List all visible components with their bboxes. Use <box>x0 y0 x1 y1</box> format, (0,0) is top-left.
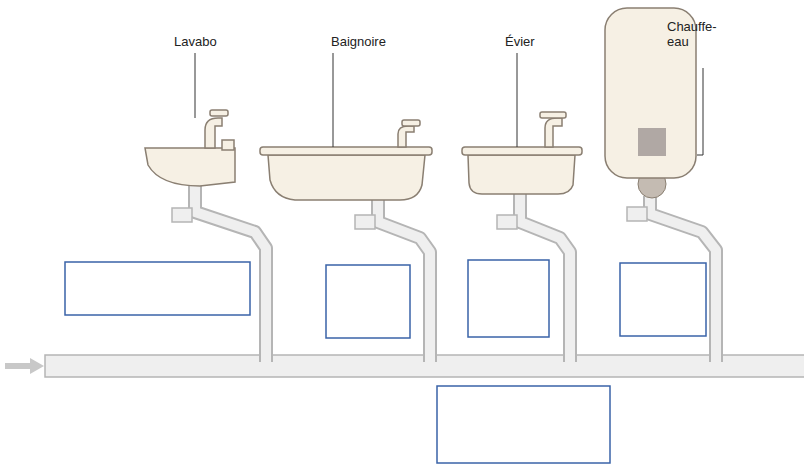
branch-pipes-outline <box>195 183 716 362</box>
branch-pipes <box>195 183 716 366</box>
bathtub <box>260 120 432 200</box>
part-label: Baignoire <box>331 34 421 49</box>
pipe-stubs <box>172 207 647 229</box>
washbasin <box>145 110 235 186</box>
leader-lines <box>195 53 703 155</box>
part-label: Évier <box>505 34 565 49</box>
kitchen-sink <box>462 112 582 194</box>
part-label: Lavabo <box>174 34 254 49</box>
part-label: Chauffe- eau <box>667 19 725 49</box>
thermostat-panel <box>638 128 666 156</box>
answer-boxes <box>65 260 706 463</box>
flow-arrow <box>5 358 44 374</box>
